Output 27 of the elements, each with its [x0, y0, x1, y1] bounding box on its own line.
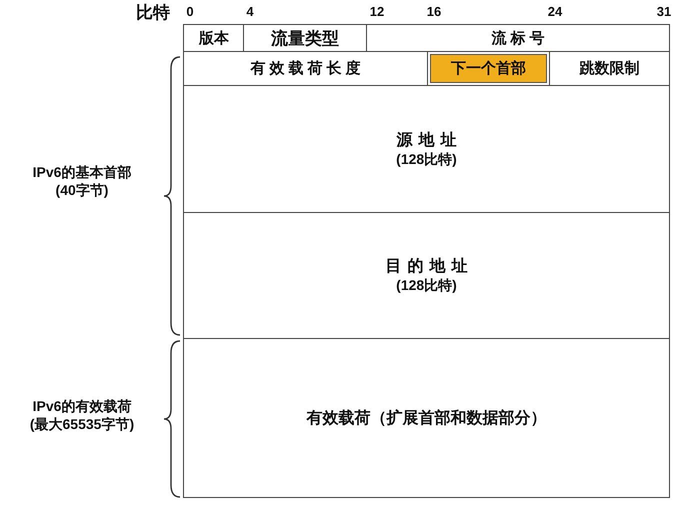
- header-field: [183, 212, 670, 339]
- bit-number: 4: [245, 4, 255, 21]
- field-name: 版本: [199, 28, 229, 48]
- brace-label: IPv6的有效载荷(最大65535字节): [28, 397, 136, 434]
- field-name: 流标号: [492, 28, 548, 48]
- bit-number: 31: [656, 4, 672, 21]
- field-name: 有效载荷长度: [250, 59, 364, 78]
- axis-title: 比特: [135, 2, 170, 24]
- field-name: 跳数限制: [580, 59, 640, 78]
- brace-label: IPv6的基本首部(40字节): [32, 163, 132, 200]
- field-size: (128比特): [396, 150, 457, 168]
- header-field: [183, 85, 670, 213]
- field-name: 有效载荷（扩展首部和数据部分）: [306, 408, 546, 428]
- highlighted-field: [427, 51, 550, 86]
- field-name: 源地址: [396, 130, 462, 150]
- field-name: 下一个首部: [451, 59, 526, 78]
- bit-number: 16: [426, 4, 442, 21]
- field-name: 流量类型: [271, 28, 339, 50]
- bit-number: 12: [368, 4, 386, 21]
- field-size: (128比特): [396, 277, 457, 295]
- header-field: [183, 24, 245, 52]
- bit-number: 24: [546, 4, 564, 21]
- field-name: 目的地址: [386, 256, 474, 277]
- header-field: [183, 338, 670, 498]
- header-field: [366, 24, 670, 52]
- bit-number: 0: [185, 4, 195, 21]
- header-field: [243, 24, 367, 52]
